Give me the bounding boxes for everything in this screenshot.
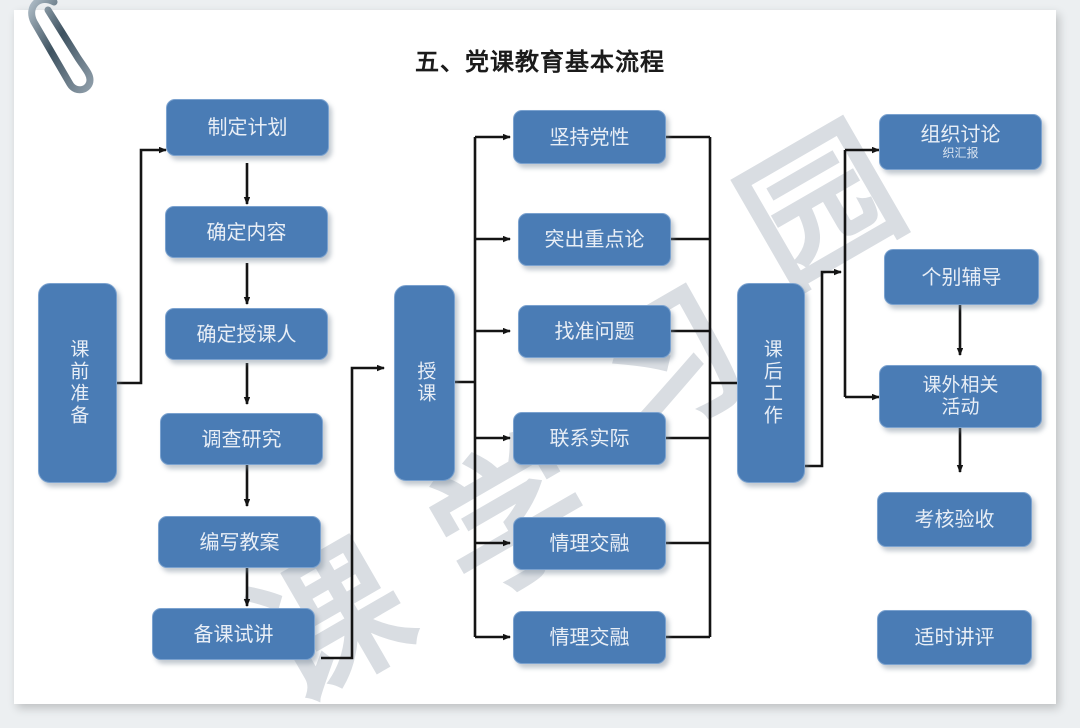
edge-rehearse-to-teach	[321, 364, 385, 660]
node-investigation-research[interactable]: 调查研究	[160, 413, 323, 465]
node-emotion-reason-1[interactable]: 情理交融	[513, 517, 666, 570]
node-sublabel: 织汇报	[942, 146, 979, 161]
stage-node-teaching[interactable]: 授课	[394, 285, 455, 481]
edge-post-to-rightbus	[805, 268, 842, 468]
node-extracurricular-activity[interactable]: 课外相关 活动	[879, 365, 1042, 428]
node-emotion-reason-2[interactable]: 情理交融	[513, 611, 666, 664]
node-pinpoint-problems[interactable]: 找准问题	[518, 305, 671, 358]
stage-node-pre-class[interactable]: 课前准备	[38, 283, 117, 483]
node-timely-review[interactable]: 适时讲评	[877, 610, 1032, 665]
node-determine-content[interactable]: 确定内容	[165, 206, 328, 258]
node-label-line2: 活动	[941, 395, 980, 418]
node-individual-tutoring[interactable]: 个别辅导	[884, 249, 1039, 305]
node-rehearse-lesson[interactable]: 备课试讲	[152, 608, 315, 660]
node-label-line1: 课外相关	[922, 373, 999, 396]
paperclip-icon	[28, 0, 94, 94]
node-connect-reality[interactable]: 联系实际	[513, 412, 666, 465]
edge-pre-to-plan	[117, 146, 167, 385]
page-title: 五、党课教育基本流程	[415, 48, 665, 76]
node-make-plan[interactable]: 制定计划	[166, 99, 329, 156]
node-highlight-key-points[interactable]: 突出重点论	[518, 213, 671, 266]
node-organize-discussion[interactable]: 组织讨论 织汇报	[879, 114, 1042, 170]
node-label: 组织讨论	[920, 122, 1001, 147]
node-write-lesson-plan[interactable]: 编写教案	[158, 516, 321, 568]
node-determine-lecturer[interactable]: 确定授课人	[165, 308, 328, 360]
node-uphold-party-spirit[interactable]: 坚持党性	[513, 110, 666, 164]
node-assessment-acceptance[interactable]: 考核验收	[877, 492, 1032, 547]
stage-node-post-class[interactable]: 课后工作	[737, 283, 805, 483]
